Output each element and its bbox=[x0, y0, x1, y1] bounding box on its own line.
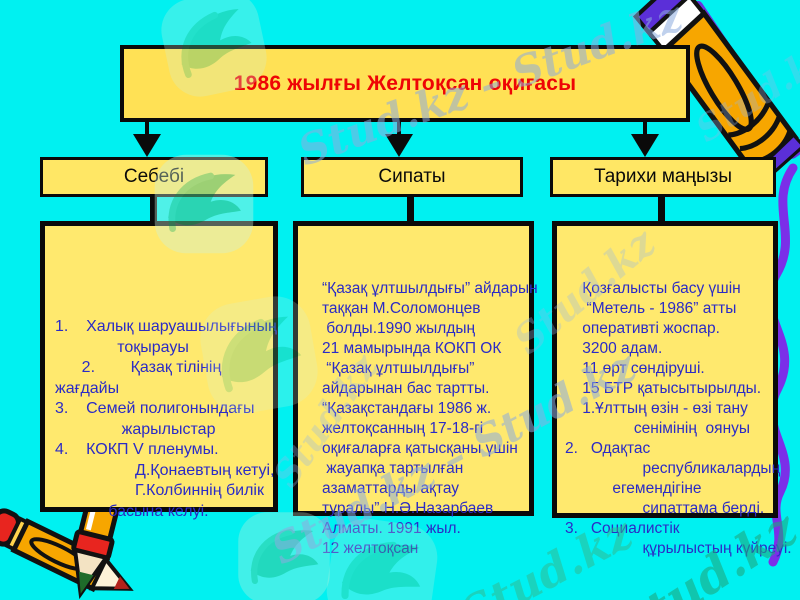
watermark-text: Stud.kz bbox=[688, 32, 800, 151]
header-box-character: Сипаты bbox=[301, 157, 523, 197]
header-label: Тарихи маңызы bbox=[593, 166, 733, 187]
content-box-significance: Қозғалысты басу үшін “Метель - 1986” атт… bbox=[552, 221, 792, 557]
page-title: 1986 жылғы Желтоқсан оқиғасы bbox=[233, 71, 577, 95]
connector-line bbox=[150, 195, 157, 222]
header-label: Себебі bbox=[123, 166, 185, 187]
content-text: “Қазақ ұлтшылдығы” айдарын таққан М.Соло… bbox=[322, 280, 538, 557]
header-box-significance: Тарихи маңызы bbox=[550, 157, 776, 197]
arrow-stem bbox=[145, 121, 149, 135]
header-label: Сипаты bbox=[378, 166, 446, 187]
content-box-cause: 1. Халық шаруашылығының тоқырауы 2. Қаза… bbox=[40, 221, 278, 520]
arrow-stem bbox=[643, 121, 647, 135]
header-box-cause: Себебі bbox=[40, 157, 268, 197]
content-box-character: “Қазақ ұлтшылдығы” айдарын таққан М.Соло… bbox=[293, 221, 538, 557]
connector-line bbox=[658, 195, 665, 222]
arrow-down-icon bbox=[631, 134, 659, 157]
arrow-down-icon bbox=[133, 134, 161, 157]
connector-line bbox=[407, 195, 414, 222]
title-box: 1986 жылғы Желтоқсан оқиғасы bbox=[120, 45, 690, 122]
arrow-stem bbox=[397, 121, 401, 135]
content-text: 1. Халық шаруашылығының тоқырауы 2. Қаза… bbox=[55, 318, 277, 520]
content-text: Қозғалысты басу үшін “Метель - 1986” атт… bbox=[565, 280, 792, 557]
arrow-down-icon bbox=[385, 134, 413, 157]
